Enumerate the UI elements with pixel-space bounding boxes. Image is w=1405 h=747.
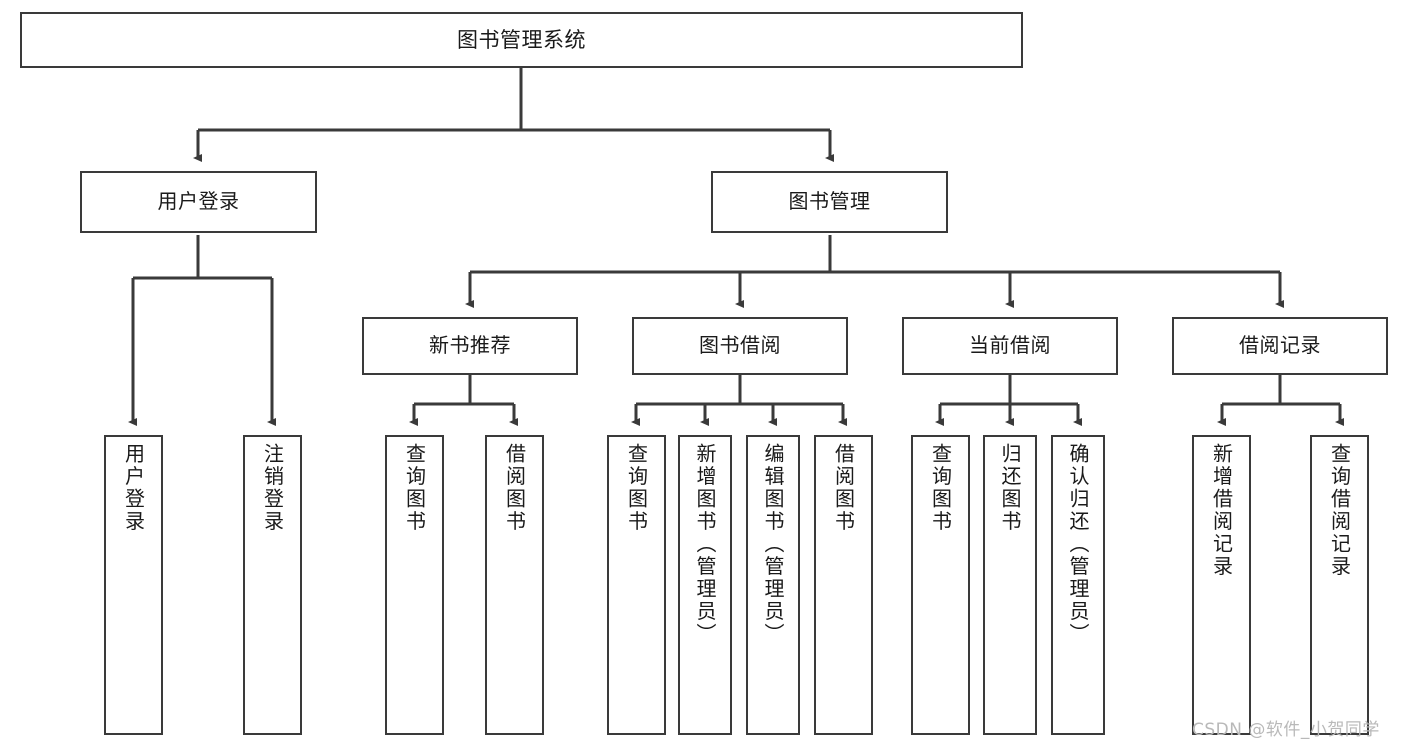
node-label: 编辑图书（管理员）: [761, 443, 785, 646]
node-borrow-record[interactable]: 借阅记录: [1172, 317, 1388, 375]
leaf-edit-book-admin[interactable]: 编辑图书（管理员）: [746, 435, 800, 735]
node-label: 用户登录: [157, 189, 240, 214]
node-label: 查询图书: [928, 443, 953, 533]
node-label: 新增图书（管理员）: [693, 443, 717, 646]
leaf-query-borrow-record[interactable]: 查询借阅记录: [1310, 435, 1369, 735]
node-label: 借阅记录: [1239, 333, 1321, 358]
node-label: 注销登录: [260, 443, 285, 533]
node-label: 图书借阅: [699, 333, 781, 358]
node-label: 查询借阅记录: [1327, 443, 1352, 578]
leaf-query-book-current[interactable]: 查询图书: [911, 435, 970, 735]
leaf-add-borrow-record[interactable]: 新增借阅记录: [1192, 435, 1251, 735]
node-book-borrow[interactable]: 图书借阅: [632, 317, 848, 375]
node-label: 借阅图书: [831, 443, 856, 533]
leaf-query-book-recommend[interactable]: 查询图书: [385, 435, 444, 735]
leaf-user-login[interactable]: 用户登录: [104, 435, 163, 735]
node-label: 图书管理: [788, 189, 871, 214]
node-label: 当前借阅: [969, 333, 1051, 358]
node-new-book-recommend[interactable]: 新书推荐: [362, 317, 578, 375]
csdn-watermark: CSDN @软件_小贺同学: [1192, 720, 1380, 740]
node-label: 图书管理系统: [457, 27, 586, 52]
node-label: 新书推荐: [429, 333, 511, 358]
node-user-login[interactable]: 用户登录: [80, 171, 317, 233]
node-book-management[interactable]: 图书管理: [711, 171, 948, 233]
node-label: 归还图书: [998, 443, 1022, 533]
node-label: 查询图书: [624, 443, 649, 533]
node-label: 借阅图书: [502, 443, 527, 533]
leaf-borrow-book-recommend[interactable]: 借阅图书: [485, 435, 544, 735]
node-current-borrow[interactable]: 当前借阅: [902, 317, 1118, 375]
node-label: 新增借阅记录: [1209, 443, 1234, 578]
node-root-system[interactable]: 图书管理系统: [20, 12, 1023, 68]
leaf-return-book[interactable]: 归还图书: [983, 435, 1037, 735]
node-label: 用户登录: [121, 443, 146, 533]
leaf-query-book-borrow[interactable]: 查询图书: [607, 435, 666, 735]
node-label: 确认归还（管理员）: [1066, 443, 1090, 646]
node-label: 查询图书: [402, 443, 427, 533]
leaf-borrow-book[interactable]: 借阅图书: [814, 435, 873, 735]
leaf-logout[interactable]: 注销登录: [243, 435, 302, 735]
leaf-add-book-admin[interactable]: 新增图书（管理员）: [678, 435, 732, 735]
leaf-confirm-return-admin[interactable]: 确认归还（管理员）: [1051, 435, 1105, 735]
